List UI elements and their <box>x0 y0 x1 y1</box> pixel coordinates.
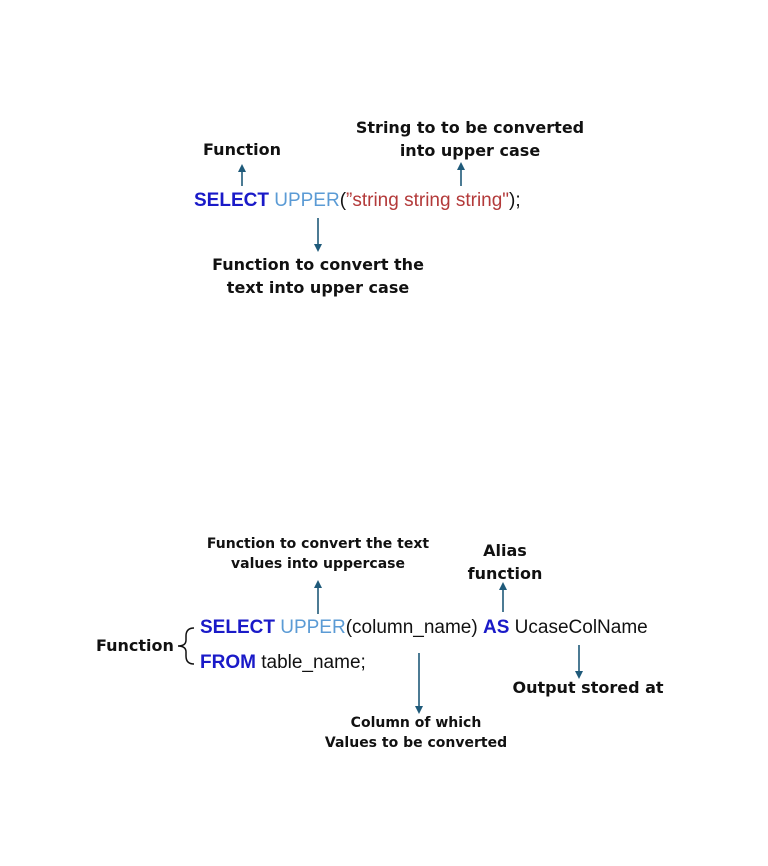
upper-description-label: Function to convert the text values into… <box>207 534 429 574</box>
code-line-1: SELECT UPPER(”string string string"); <box>194 189 521 213</box>
upper-description-line2: values into uppercase <box>231 556 405 572</box>
keyword-select: SELECT <box>200 617 275 638</box>
keyword-from: FROM <box>200 652 256 673</box>
column-label-line1: Column of which <box>350 715 482 731</box>
function-label: Function <box>203 140 281 159</box>
string-label: String to to be converted into upper cas… <box>356 116 584 162</box>
code-line-select: SELECT UPPER(column_name) AS UcaseColNam… <box>200 616 648 640</box>
table-name: table_name; <box>261 652 366 673</box>
upper-description-line1: Function to convert the text <box>206 536 430 552</box>
alias-label-line1: Alias <box>483 541 527 560</box>
code-line-from: FROM table_name; <box>200 651 366 675</box>
open-paren: ( <box>339 190 347 211</box>
close-paren: ); <box>509 190 521 211</box>
function-upper: UPPER <box>274 190 340 211</box>
function-upper: UPPER <box>280 617 346 638</box>
curly-bracket <box>177 627 195 665</box>
string-literal: ”string string string" <box>346 190 510 211</box>
convert-label-line2: text into upper case <box>226 278 410 297</box>
column-label-line2: Values to be converted <box>324 735 508 751</box>
function-bracket-label: Function <box>96 636 174 655</box>
keyword-select: SELECT <box>194 190 269 211</box>
string-label-line2: into upper case <box>399 141 541 160</box>
output-label: Output stored at <box>512 678 664 697</box>
convert-label: Function to convert the text into upper … <box>212 253 424 299</box>
keyword-as: AS <box>482 617 510 638</box>
convert-label-line1: Function to convert the <box>212 255 424 274</box>
alias-label: Alias function <box>468 539 543 585</box>
string-label-line1: String to to be converted <box>355 118 585 137</box>
alias-label-line2: function <box>467 564 543 583</box>
alias-name: UcaseColName <box>514 617 648 638</box>
column-label: Column of which Values to be converted <box>325 713 507 753</box>
column-args: (column_name) <box>345 617 478 638</box>
